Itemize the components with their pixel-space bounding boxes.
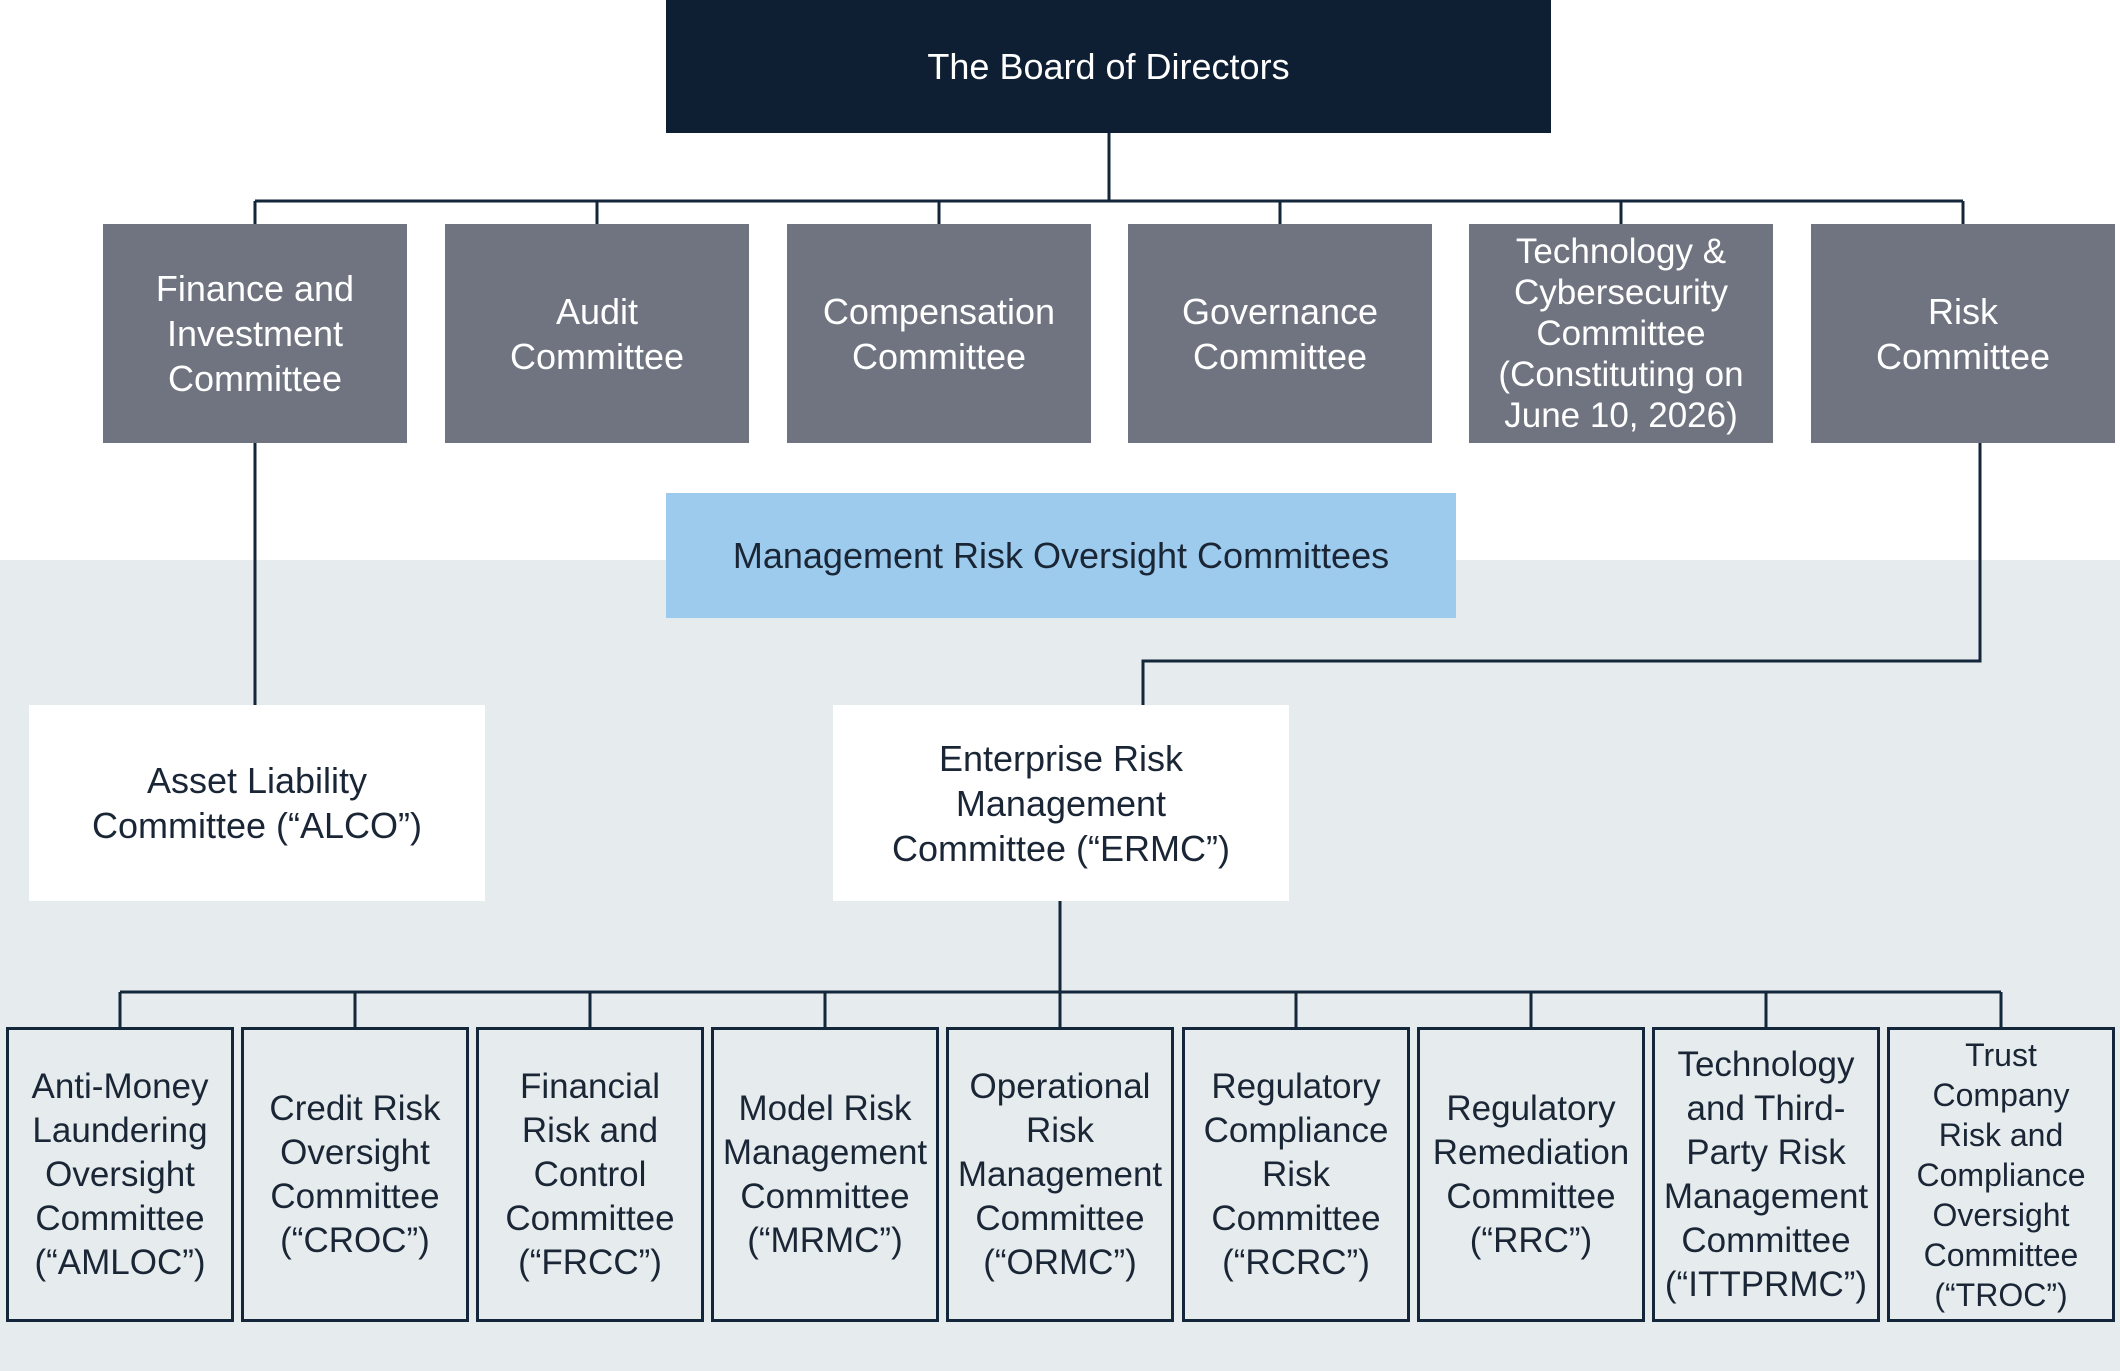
ormc-box: Operational Risk Management Committee (“… (946, 1027, 1174, 1322)
rrc-box: Regulatory Remediation Committee (“RRC”) (1417, 1027, 1645, 1322)
compensation-committee-box: Compensation Committee (787, 224, 1091, 443)
governance-committee-box: Governance Committee (1128, 224, 1432, 443)
croc-box: Credit Risk Oversight Committee (“CROC”) (241, 1027, 469, 1322)
risk-ermc-connector (1141, 443, 1982, 705)
alco-box: Asset Liability Committee (“ALCO”) (29, 705, 485, 901)
troc-box: Trust Company Risk and Compliance Oversi… (1887, 1027, 2115, 1322)
audit-committee-box: Audit Committee (445, 224, 749, 443)
mrmc-box: Model Risk Management Committee (“MRMC”) (711, 1027, 939, 1322)
management-risk-oversight-banner: Management Risk Oversight Committees (666, 493, 1456, 618)
frcc-box: Financial Risk and Control Committee (“F… (476, 1027, 704, 1322)
rcrc-box: Regulatory Compliance Risk Committee (“R… (1182, 1027, 1410, 1322)
amloc-box: Anti-Money Laundering Oversight Committe… (6, 1027, 234, 1322)
board-of-directors-box: The Board of Directors (666, 0, 1551, 133)
risk-committee-box: Risk Committee (1811, 224, 2115, 443)
finance-investment-committee-box: Finance and Investment Committee (103, 224, 407, 443)
ittprmc-box: Technology and Third- Party Risk Managem… (1652, 1027, 1880, 1322)
technology-cybersecurity-committee-box: Technology & Cybersecurity Committee (Co… (1469, 224, 1773, 443)
ermc-box: Enterprise Risk Management Committee (“E… (833, 705, 1289, 901)
